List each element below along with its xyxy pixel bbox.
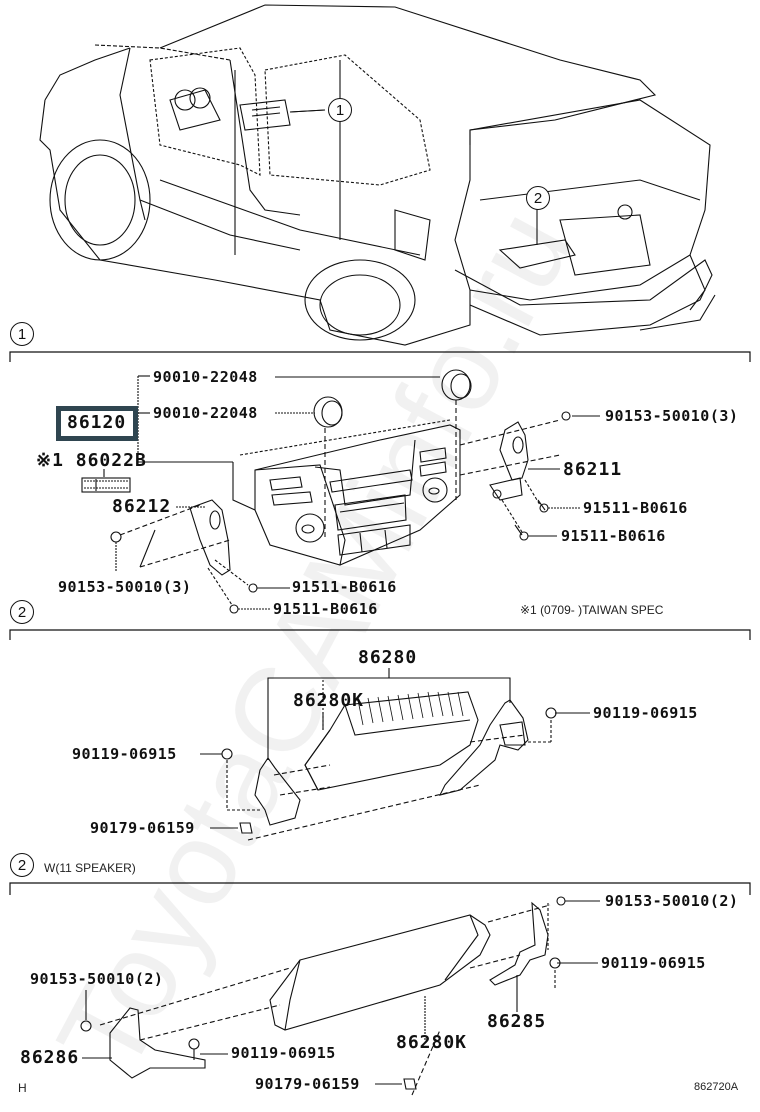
part-number-86285[interactable]: 86285	[487, 1011, 547, 1032]
section-callout-2b: 2	[10, 853, 34, 877]
diagram-reference-code: 862720A	[694, 1081, 739, 1093]
vehicle-illustration	[39, 4, 716, 346]
part-number-screw-left[interactable]: 90153-50010(3)	[58, 578, 192, 596]
part-number-86280K[interactable]: 86280K	[293, 690, 365, 711]
part-number-right-bracket[interactable]: 86211	[563, 459, 623, 480]
section-1-art	[81, 369, 600, 614]
section-2b-art	[80, 896, 600, 1096]
part-number-screw-left-2b[interactable]: 90153-50010(2)	[30, 970, 164, 988]
part-number-knob-upper[interactable]: 90010-22048	[153, 368, 258, 386]
part-number-label-plate[interactable]: ※1 86022B	[36, 450, 147, 471]
section-2a-art	[200, 668, 590, 841]
part-number-86280[interactable]: 86280	[358, 647, 418, 668]
spec-footnote: ※1 (0709- )TAIWAN SPEC	[520, 603, 664, 617]
vehicle-callout-1[interactable]: 1	[328, 98, 352, 122]
part-number-bolt-right-2[interactable]: 91511-B0616	[561, 527, 666, 545]
section-frames	[9, 351, 751, 895]
part-number-screw-right-2b[interactable]: 90153-50010(2)	[605, 892, 739, 910]
vehicle-callout-2[interactable]: 2	[526, 186, 550, 210]
section-title-11-speaker: W(11 SPEAKER)	[44, 861, 136, 875]
part-number-bolt-right[interactable]: 90119-06915	[593, 704, 698, 722]
part-number-86120[interactable]: 86120	[67, 412, 127, 433]
section-callout-2a: 2	[10, 600, 34, 624]
corner-mark: H	[18, 1081, 27, 1095]
part-number-86280K-2b[interactable]: 86280K	[396, 1032, 468, 1053]
highlighted-part-frame	[56, 406, 138, 441]
part-number-bolt-right-1[interactable]: 91511-B0616	[583, 499, 688, 517]
part-number-nut[interactable]: 90179-06159	[90, 819, 195, 837]
part-number-bolt-left-1[interactable]: 91511-B0616	[292, 578, 397, 596]
part-number-left-bracket[interactable]: 86212	[112, 496, 172, 517]
part-number-bolt-left-2b[interactable]: 90119-06915	[231, 1044, 336, 1062]
part-number-bolt-right-2b[interactable]: 90119-06915	[601, 954, 706, 972]
part-number-knob-lower[interactable]: 90010-22048	[153, 404, 258, 422]
leader-callout-1	[289, 109, 326, 113]
part-number-86286[interactable]: 86286	[20, 1047, 80, 1068]
section-callout-1: 1	[10, 322, 34, 346]
part-number-screw-right[interactable]: 90153-50010(3)	[605, 407, 739, 425]
part-number-bolt-left-2[interactable]: 91511-B0616	[273, 600, 378, 618]
part-number-nut-2b[interactable]: 90179-06159	[255, 1075, 360, 1093]
part-number-bolt-left[interactable]: 90119-06915	[72, 745, 177, 763]
